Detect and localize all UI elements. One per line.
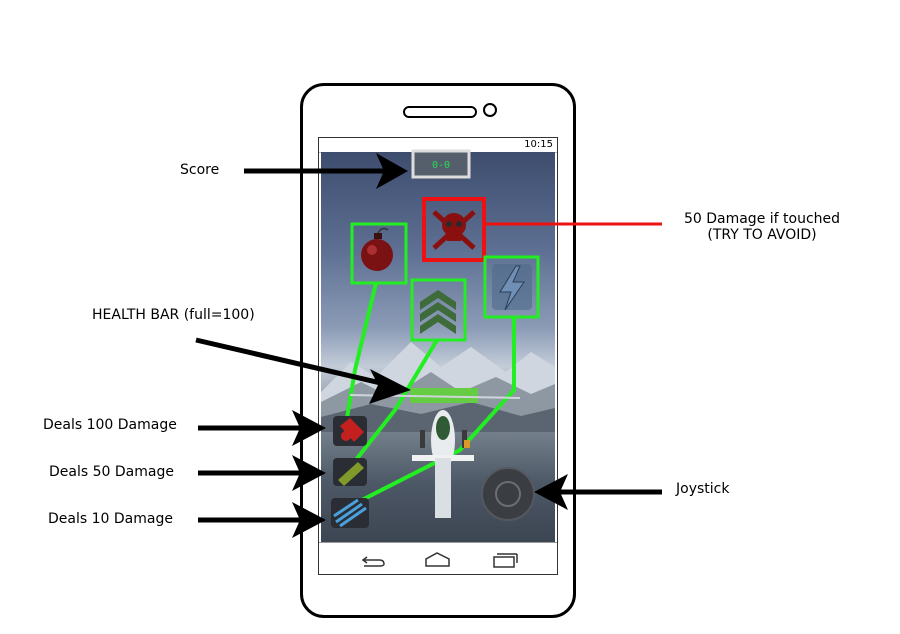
score-annotation: Score [180,162,220,178]
green-missile-button[interactable] [333,458,367,486]
nav-icons [361,552,518,568]
skull-annotation-line1: 50 Damage if touched [683,211,841,227]
home-icon [425,552,450,567]
deals-100-annotation: Deals 100 Damage [43,417,177,433]
lightning-highlight-box [483,255,540,319]
phone-camera [483,103,497,117]
connector-lines [344,282,516,502]
back-icon [364,559,385,567]
annotation-arrows [195,153,662,538]
recent-apps-icon [493,556,515,568]
red-missile-button[interactable] [333,416,367,446]
skull-highlight-box [422,197,486,262]
deals-50-annotation: Deals 50 Damage [49,464,174,480]
chevron-rank-icon [420,290,456,334]
health-bar-annotation: HEALTH BAR (full=100) [92,307,255,323]
deals-10-annotation: Deals 10 Damage [48,511,173,527]
phone-speaker [403,106,477,118]
back-arrow-icon [361,556,368,564]
bomb-icon [361,227,393,271]
health-bar [410,388,478,403]
skull-crossbones-icon [432,210,476,250]
skull-annotation: 50 Damage if touched (TRY TO AVOID) [662,211,862,243]
bomb-highlight-box [350,222,408,285]
skull-annotation-line2: (TRY TO AVOID) [707,227,817,243]
chevron-highlight-box [410,278,467,342]
score-box [411,149,471,179]
score-value: 0-0 [432,160,450,171]
joystick-control[interactable] [481,467,535,521]
connector-bomb [344,282,378,425]
connector-lightning [361,318,516,502]
lightning-icon [492,264,532,311]
status-time: 10:15 [524,139,553,150]
blue-missile-button[interactable] [331,498,369,528]
helicopter-icon [349,394,521,518]
connector-chevron [346,338,439,472]
joystick-annotation: Joystick [676,481,730,497]
